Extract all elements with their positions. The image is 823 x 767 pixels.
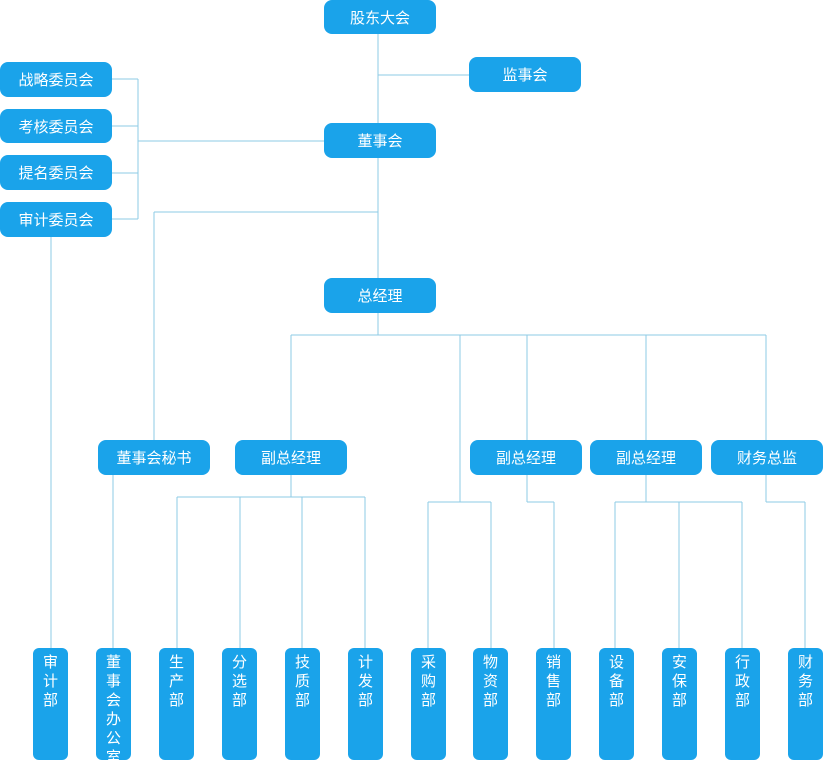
node-deputy-gm-3: 副总经理: [590, 440, 702, 475]
dept-sorting: 分选部: [222, 648, 257, 760]
dept-equipment: 设备部: [599, 648, 634, 760]
node-shareholders-meeting: 股东大会: [324, 0, 436, 34]
dept-purchasing: 采购部: [411, 648, 446, 760]
dept-materials-label: 物资部: [482, 653, 498, 709]
node-general-manager: 总经理: [324, 278, 436, 313]
dept-board-office: 董事会办公室: [96, 648, 131, 766]
dept-safety-label: 安保部: [671, 653, 687, 709]
node-chief-financial-officer: 财务总监: [711, 440, 823, 475]
dept-administration: 行政部: [725, 648, 760, 760]
dept-finance-label: 财务部: [797, 653, 813, 709]
node-board-secretary: 董事会秘书: [98, 440, 210, 475]
dept-production-label: 生产部: [168, 653, 184, 709]
dept-purchasing-label: 采购部: [420, 653, 436, 709]
node-audit-committee: 审计委员会: [0, 202, 112, 237]
node-board-of-directors: 董事会: [324, 123, 436, 158]
node-strategy-committee: 战略委员会: [0, 62, 112, 97]
dept-finance: 财务部: [788, 648, 823, 760]
dept-sales: 销售部: [536, 648, 571, 760]
node-supervisory-board: 监事会: [469, 57, 581, 92]
dept-safety: 安保部: [662, 648, 697, 760]
node-deputy-gm-2: 副总经理: [470, 440, 582, 475]
dept-audit: 审计部: [33, 648, 68, 760]
dept-sales-label: 销售部: [545, 653, 561, 709]
dept-equipment-label: 设备部: [608, 653, 624, 709]
node-audit-review-committee: 考核委员会: [0, 109, 112, 143]
dept-board-office-label: 董事会办公室: [105, 653, 121, 766]
dept-quality-label: 技质部: [294, 653, 310, 709]
dept-administration-label: 行政部: [734, 653, 750, 709]
dept-planning-label: 计发部: [357, 653, 373, 709]
dept-audit-label: 审计部: [42, 653, 58, 709]
dept-materials: 物资部: [473, 648, 508, 760]
dept-planning: 计发部: [348, 648, 383, 760]
dept-sorting-label: 分选部: [231, 653, 247, 709]
node-deputy-gm-1: 副总经理: [235, 440, 347, 475]
node-nomination-committee: 提名委员会: [0, 155, 112, 190]
dept-quality: 技质部: [285, 648, 320, 760]
dept-production: 生产部: [159, 648, 194, 760]
